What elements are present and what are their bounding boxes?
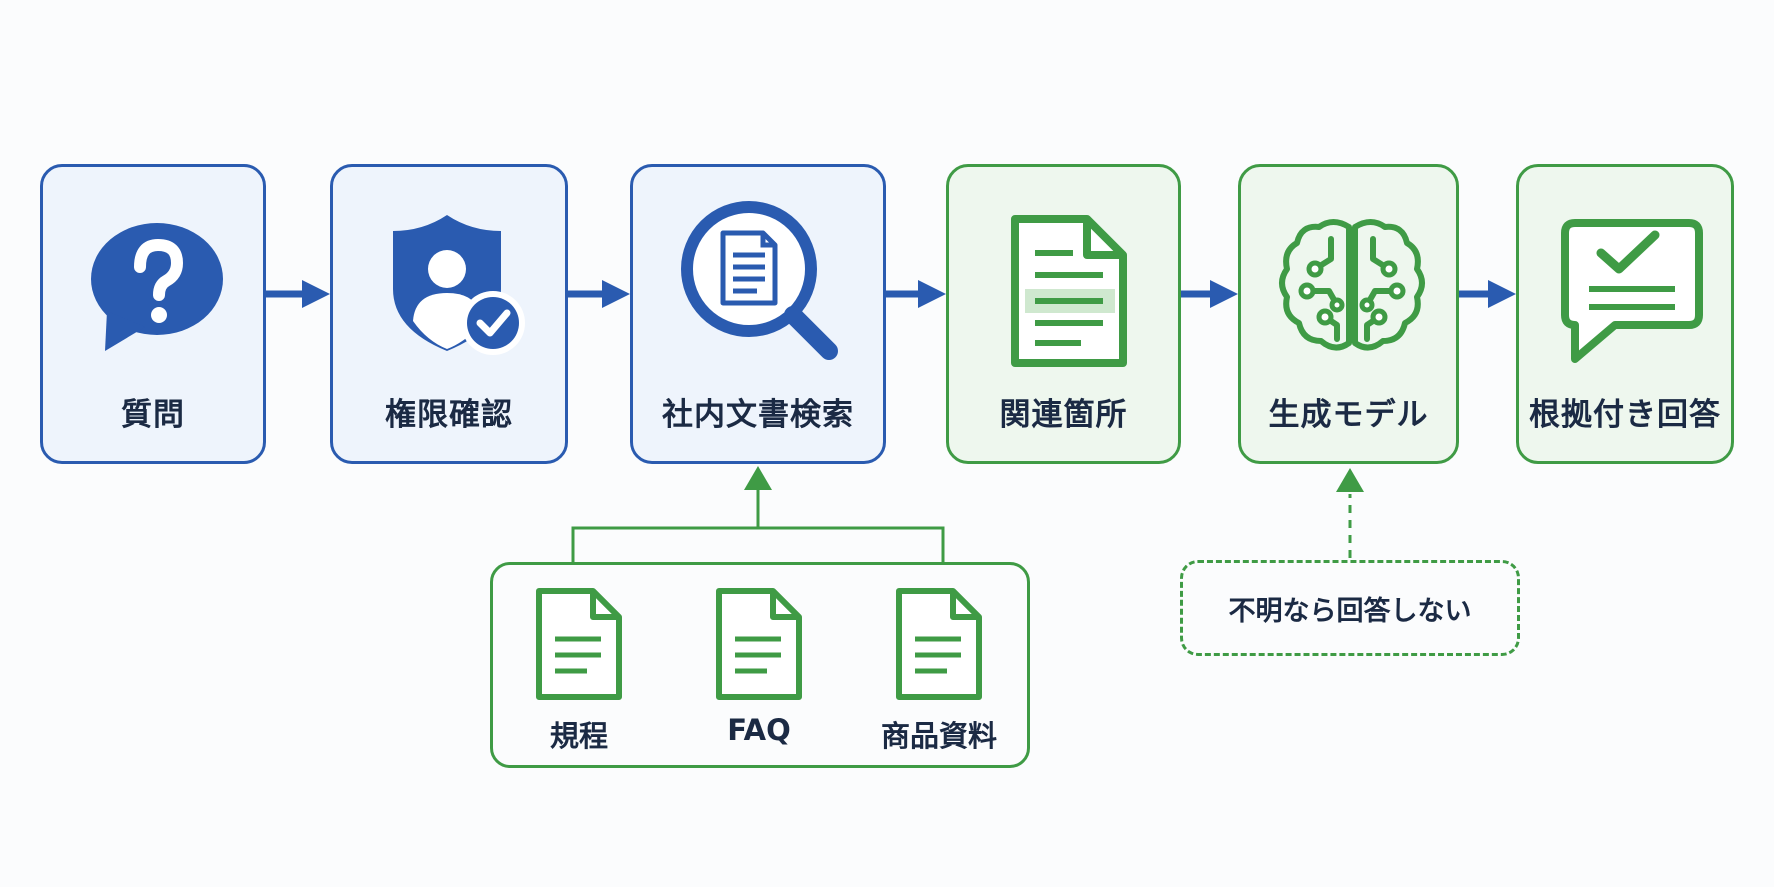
- step-grounded-answer: 根拠付き回答: [1516, 164, 1734, 464]
- step-generative-model-label: 生成モデル: [1268, 397, 1429, 433]
- shield-user-check-icon: [393, 215, 525, 355]
- source-document-icon-1: [536, 588, 622, 700]
- brain-circuit-icon: [1279, 219, 1425, 351]
- step-document-search-label: 社内文書検索: [662, 397, 854, 433]
- step-generative-model: 生成モデル: [1238, 164, 1459, 464]
- question-bubble-icon: [91, 223, 223, 351]
- no-answer-if-unknown-note: 不明なら回答しない: [1180, 560, 1520, 656]
- source-document-icon-2: [716, 588, 802, 700]
- step-grounded-answer-label: 根拠付き回答: [1529, 397, 1721, 433]
- step-relevant-passages-label: 関連箇所: [999, 397, 1128, 433]
- step-permission-check-label: 権限確認: [385, 397, 513, 433]
- sources-group: 規程 FAQ 商品資料: [490, 562, 1030, 768]
- step-permission-check: 権限確認: [330, 164, 568, 464]
- arrow-4-5: [1181, 280, 1238, 308]
- step-question-label: 質問: [121, 397, 185, 433]
- arrow-3-4: [886, 280, 946, 308]
- arrow-2-3: [568, 280, 630, 308]
- source-label-faq: FAQ: [727, 713, 791, 747]
- source-label-product-materials: 商品資料: [880, 719, 997, 753]
- step-question: 質問: [40, 164, 266, 464]
- highlighted-document-icon: [1011, 215, 1127, 367]
- document-search-icon: [681, 201, 838, 360]
- source-document-icon-3: [896, 588, 982, 700]
- arrow-1-2: [266, 280, 330, 308]
- source-label-regulations: 規程: [549, 719, 608, 753]
- sources-arrowhead: [744, 466, 772, 490]
- step-relevant-passages: 関連箇所: [946, 164, 1181, 464]
- note-arrowhead: [1336, 468, 1364, 492]
- sources-connector: [571, 486, 945, 562]
- step-document-search: 社内文書検索: [630, 164, 886, 464]
- checked-answer-icon: [1561, 219, 1703, 363]
- arrow-5-6: [1459, 280, 1516, 308]
- note-label: 不明なら回答しない: [1228, 595, 1472, 627]
